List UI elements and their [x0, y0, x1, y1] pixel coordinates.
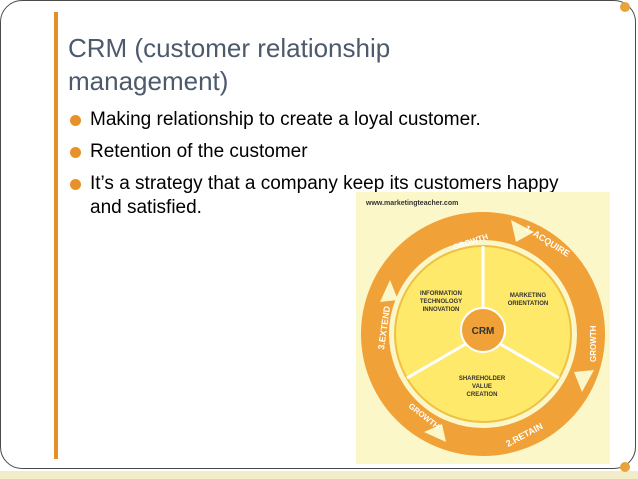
bullet-text: It’s a strategy that a company keep its …: [90, 173, 559, 218]
segment-shareholder-line3: CREATION: [467, 392, 498, 398]
crm-center-circle: [460, 307, 506, 353]
ring-arrow-bottom: [424, 424, 446, 442]
crm-cycle-svg: www.marketingteacher.com CRM INFORMATION…: [361, 200, 605, 456]
bottom-strip: [0, 471, 638, 479]
segment-it-line1: INFORMATION: [420, 291, 462, 297]
bullet-icon: [70, 147, 81, 158]
bullet-icon: [70, 179, 81, 190]
diagram-source-url: www.marketingteacher.com: [365, 200, 458, 207]
bottom-right-dot: [620, 462, 630, 472]
segment-it-line2: TECHNOLOGY: [420, 299, 462, 305]
ring-arrow-right: [574, 370, 594, 392]
bullet-item: It’s a strategy that a company keep its …: [70, 172, 590, 220]
bullet-item: Making relationship to create a loyal cu…: [70, 108, 590, 132]
segment-it-line3: INNOVATION: [423, 307, 460, 313]
crm-cycle-diagram: www.marketingteacher.com CRM INFORMATION…: [356, 192, 610, 464]
top-right-dot: [620, 2, 630, 12]
bullet-icon: [70, 115, 81, 126]
segment-marketing-line2: ORIENTATION: [508, 301, 548, 307]
segment-marketing-line1: MARKETING: [510, 293, 547, 299]
slide-title: CRM (customer relationship management): [68, 33, 391, 96]
bullet-text: Retention of the customer: [90, 141, 308, 162]
bullet-item: Retention of the customer: [70, 140, 590, 164]
ring-label-growth-right: GROWTH: [589, 325, 598, 362]
bullet-list: Making relationship to create a loyal cu…: [70, 108, 590, 228]
ring-arrow-top: [511, 220, 534, 242]
outer-ring: [361, 212, 605, 456]
segment-shareholder-line2: VALUE: [472, 384, 492, 390]
bullet-text: Making relationship to create a loyal cu…: [90, 109, 481, 130]
sidebar: [12, 12, 58, 459]
segment-shareholder-line1: SHAREHOLDER: [459, 376, 506, 382]
ring-arrow-left: [380, 280, 398, 302]
crm-center-label: CRM: [472, 326, 495, 337]
sidebar-accent-bar: [54, 12, 58, 459]
